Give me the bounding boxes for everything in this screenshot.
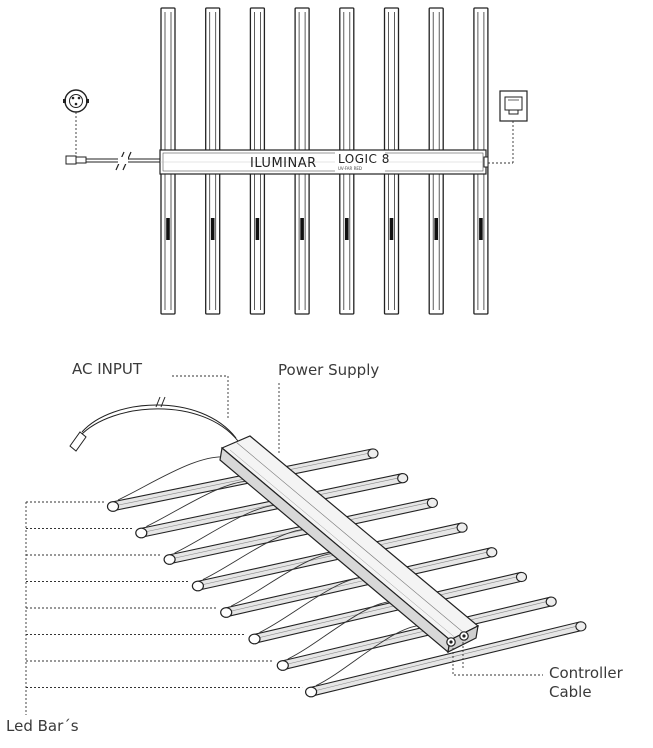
top-power-supply: ILUMINAR LOGIC 8 UV-FAR RED xyxy=(159,149,487,175)
top-view: ILUMINAR LOGIC 8 UV-FAR RED xyxy=(63,7,528,315)
iso-view: AC INPUT Power Supply Controller Cable L… xyxy=(6,360,624,735)
ac-input-callout: AC INPUT xyxy=(72,360,229,420)
iso-led-bars xyxy=(106,448,587,698)
controller-port-top xyxy=(483,90,528,168)
iso-ac-cable xyxy=(69,396,239,452)
ac-input-label: AC INPUT xyxy=(72,360,143,378)
led-bars-callout: Led Bar´s xyxy=(6,501,303,735)
controller-label-line2: Cable xyxy=(549,683,592,701)
model-text: LOGIC 8 xyxy=(338,152,390,166)
brand-text: ILUMINAR xyxy=(250,156,317,171)
iso-power-supply xyxy=(219,435,480,654)
power-supply-callout: Power Supply xyxy=(278,361,379,455)
ac-connector-top xyxy=(63,89,89,154)
controller-cable-callout: Controller Cable xyxy=(452,642,624,701)
controller-label-line1: Controller xyxy=(549,664,624,682)
iso-led-bar xyxy=(106,448,379,512)
power-supply-label: Power Supply xyxy=(278,361,379,379)
led-bars-label: Led Bar´s xyxy=(6,717,79,735)
ac-cable-top xyxy=(65,151,160,171)
model-subtext: UV-FAR RED xyxy=(338,166,362,171)
